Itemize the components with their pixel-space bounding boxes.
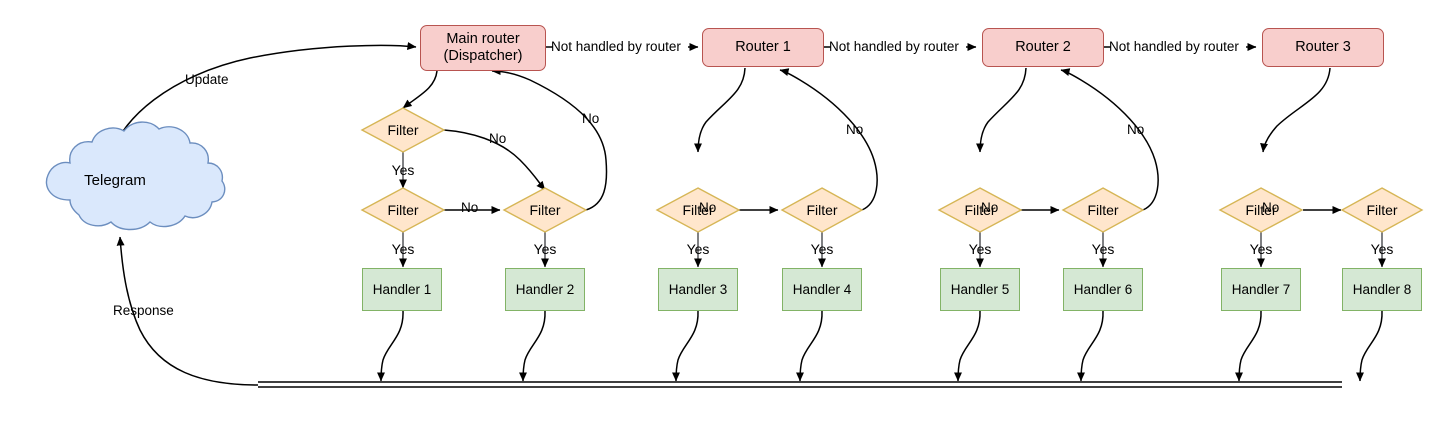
main-router-label-line2: (Dispatcher) <box>443 48 523 64</box>
node-main-router[interactable]: Main router (Dispatcher) <box>420 25 546 71</box>
handler-4-label: Handler 4 <box>792 281 852 297</box>
handler-5-label: Handler 5 <box>950 281 1010 297</box>
filter-diamond-0 <box>360 107 446 153</box>
edge-h1-to-collector <box>377 310 404 382</box>
edge-update <box>111 42 417 156</box>
telegram-cloud-label: Telegram <box>84 172 146 189</box>
edge-label-not-handled-3: Not handled by router <box>1109 39 1239 54</box>
node-handler-5[interactable]: Handler 5 <box>940 268 1020 311</box>
edge-mainrouter-to-f0 <box>402 70 438 109</box>
edge-f6-no-to-router2 <box>1060 68 1159 211</box>
edge-h2-to-collector <box>519 310 546 382</box>
node-handler-8[interactable]: Handler 8 <box>1342 268 1422 311</box>
edge-f4-no-to-router1 <box>779 68 878 211</box>
edge-label-no-f2: No <box>582 111 600 126</box>
edge-h7-to-collector <box>1235 310 1262 382</box>
edge-f0-no-to-f2 <box>443 129 546 191</box>
filter-diamond-4 <box>780 187 864 233</box>
edge-label-no-f4: No <box>846 122 864 137</box>
filter-diamond-3 <box>655 187 741 233</box>
telegram-cloud-shape <box>45 121 226 231</box>
node-router-1[interactable]: Router 1 <box>702 28 824 67</box>
filter-diamond-6 <box>1061 187 1145 233</box>
handler-6-label: Handler 6 <box>1073 281 1133 297</box>
edge-label-not-handled-1: Not handled by router <box>551 39 681 54</box>
filter-diamond-8 <box>1340 187 1424 233</box>
handler-8-label: Handler 8 <box>1352 281 1412 297</box>
edge-h4-to-collector <box>796 310 823 382</box>
handler-7-label: Handler 7 <box>1231 281 1291 297</box>
edge-router3-to-f7 <box>1260 67 1331 153</box>
filter-diamond-5 <box>937 187 1023 233</box>
edge-label-no-f0: No <box>489 131 507 146</box>
filter-diamond-2 <box>502 187 588 233</box>
edge-label-no-f5: No <box>981 200 999 215</box>
edge-f2-no-to-mainrouter <box>491 67 608 211</box>
node-handler-3[interactable]: Handler 3 <box>658 268 738 311</box>
edge-label-no-f1: No <box>461 200 479 215</box>
main-router-label-line1: Main router <box>446 31 520 48</box>
edge-label-not-handled-2: Not handled by router <box>829 39 959 54</box>
edge-label-no-f6: No <box>1127 122 1145 137</box>
edge-router2-to-f5 <box>976 67 1027 153</box>
filter-diamond-1 <box>360 187 446 233</box>
edge-label-no-f3: No <box>699 200 717 215</box>
router-1-label: Router 1 <box>735 39 791 56</box>
node-router-2[interactable]: Router 2 <box>982 28 1104 67</box>
edge-label-no-f7: No <box>1262 200 1280 215</box>
router-3-label: Router 3 <box>1295 39 1351 56</box>
node-handler-2[interactable]: Handler 2 <box>505 268 585 311</box>
router-2-label: Router 2 <box>1015 39 1071 56</box>
edge-label-response: Response <box>113 303 174 318</box>
edge-h3-to-collector <box>672 310 699 382</box>
handler-2-label: Handler 2 <box>515 281 575 297</box>
edge-label-update: Update <box>185 72 229 87</box>
node-handler-7[interactable]: Handler 7 <box>1221 268 1301 311</box>
node-router-3[interactable]: Router 3 <box>1262 28 1384 67</box>
node-handler-4[interactable]: Handler 4 <box>782 268 862 311</box>
edge-response <box>116 236 259 386</box>
handler-3-label: Handler 3 <box>668 281 728 297</box>
edge-router1-to-f3 <box>694 67 746 153</box>
edge-h5-to-collector <box>954 310 981 382</box>
node-handler-6[interactable]: Handler 6 <box>1063 268 1143 311</box>
handler-1-label: Handler 1 <box>372 281 432 297</box>
edge-h6-to-collector <box>1077 310 1104 382</box>
filter-diamond-7 <box>1218 187 1304 233</box>
edge-h8-to-collector <box>1356 310 1383 382</box>
node-handler-1[interactable]: Handler 1 <box>362 268 442 311</box>
